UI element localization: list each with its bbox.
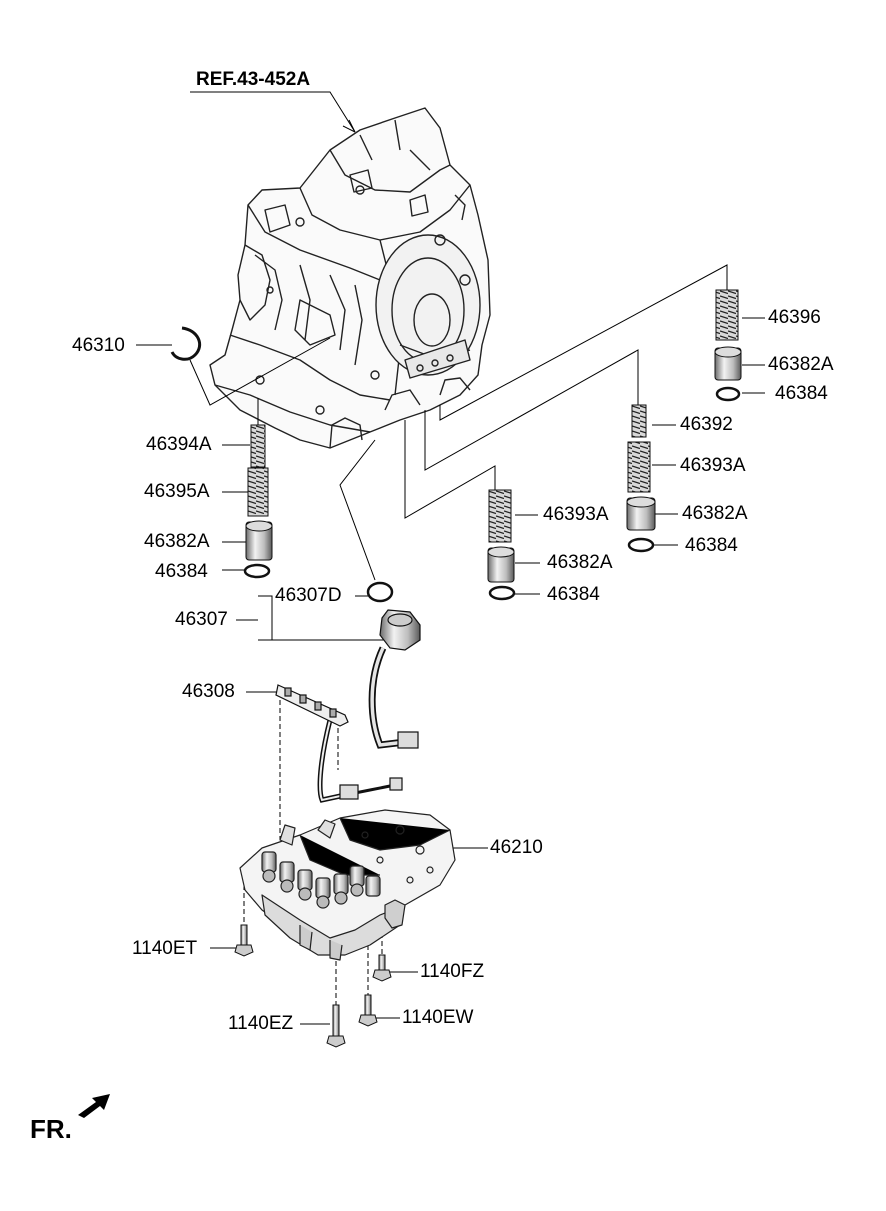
o-ring-46307d [366,581,394,603]
bolt-1140ez [326,1004,346,1048]
part-label-46210: 46210 [490,837,543,858]
part-label-46384-right-2: 46384 [685,535,738,556]
part-label-46393a-center: 46393A [543,504,609,525]
part-label-1140fz: 1140FZ [420,961,485,982]
part-label-46307: 46307 [175,609,228,630]
part-label-46382a-right-1: 46382A [768,354,834,375]
part-label-46307d: 46307D [275,585,342,606]
part-label-46382a-right-2: 46382A [682,503,748,524]
part-label-46382a-left: 46382A [144,531,210,552]
wiring-harness-46307 [317,609,421,803]
part-label-46392: 46392 [680,414,733,435]
part-label-46384-left: 46384 [155,561,208,582]
part-label-1140et: 1140ET [132,938,198,959]
part-label-46395a: 46395A [144,481,210,502]
snap-ring-46310 [170,326,201,361]
valve-body-46210 [239,809,456,961]
front-label: FR. [30,1114,72,1144]
front-arrow-icon [78,1094,110,1118]
transmission-case [209,107,491,449]
part-label-46384-center: 46384 [547,584,600,605]
right-accumulator-stack-1 [714,289,742,402]
part-label-46393a-right: 46393A [680,455,746,476]
part-label-1140ez: 1140EZ [228,1013,294,1034]
part-label-46308: 46308 [182,681,235,702]
part-label-46394a: 46394A [146,434,212,455]
part-label-46384-right-1: 46384 [775,383,828,404]
bolt-1140fz [372,954,392,982]
part-label-46310: 46310 [72,335,125,356]
part-label-46396: 46396 [768,307,821,328]
left-accumulator-stack [243,424,273,579]
part-label-1140ew: 1140EW [402,1007,474,1028]
leader-lines [136,91,765,1025]
solenoid-bracket-46308 [275,684,349,727]
part-label-46382a-center: 46382A [547,552,613,573]
bolt-1140ew [358,994,378,1027]
bolt-1140et [234,924,254,957]
right-accumulator-stack-2 [626,404,656,553]
center-accumulator-stack [487,489,516,601]
reference-label: REF.43-452A [196,69,311,90]
